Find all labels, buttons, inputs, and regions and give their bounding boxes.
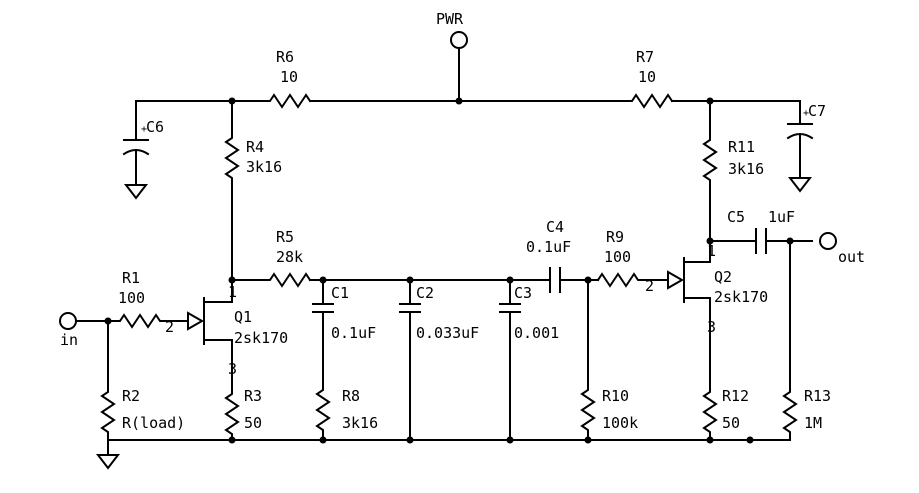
svg-text:C2: C2 (416, 284, 434, 302)
svg-text:2sk170: 2sk170 (714, 288, 768, 306)
svg-text:in: in (60, 331, 78, 349)
resistor-r7: R7 10 (627, 48, 674, 109)
resistor-r13: R13 1M (782, 240, 831, 441)
svg-text:Q1: Q1 (234, 308, 252, 326)
svg-text:R11: R11 (728, 138, 755, 156)
svg-text:0.1uF: 0.1uF (526, 238, 571, 256)
junction-gnd-r10 (584, 436, 592, 444)
svg-text:+: + (141, 124, 147, 135)
svg-text:1: 1 (228, 283, 237, 301)
resistor-r2: R2 R(load) (95, 320, 185, 470)
capacitor-c1: C1 0.1uF (312, 279, 376, 441)
svg-text:0.001: 0.001 (514, 324, 559, 342)
svg-text:R12: R12 (722, 387, 749, 405)
resistor-r6: R6 10 (265, 48, 312, 109)
svg-text:C5: C5 (727, 208, 745, 226)
resistor-r11: R11 3k16 (702, 100, 764, 261)
svg-text:R(load): R(load) (122, 414, 185, 432)
svg-text:100: 100 (604, 248, 631, 266)
svg-text:out: out (838, 248, 865, 266)
svg-text:50: 50 (722, 414, 740, 432)
junction-gnd-c3 (506, 436, 514, 444)
jfet-q2: 2 1 3 Q2 2sk170 (645, 240, 768, 391)
junction-gnd-r3 (228, 436, 236, 444)
svg-text:100k: 100k (602, 414, 638, 432)
svg-text:R9: R9 (606, 228, 624, 246)
svg-text:0.1uF: 0.1uF (331, 324, 376, 342)
capacitor-c4: C4 0.1uF (526, 218, 599, 293)
svg-text:3: 3 (228, 360, 237, 378)
svg-text:2: 2 (645, 277, 654, 295)
capacitor-c7: C7 + (786, 100, 826, 193)
junction-gnd-r8 (319, 436, 327, 444)
svg-text:3k16: 3k16 (728, 160, 764, 178)
svg-text:C1: C1 (331, 284, 349, 302)
svg-text:C4: C4 (546, 218, 564, 236)
in-terminal[interactable]: in (59, 312, 78, 349)
svg-text:3k16: 3k16 (342, 414, 378, 432)
resistor-r1: R1 100 (115, 269, 189, 329)
svg-text:10: 10 (280, 68, 298, 86)
svg-text:50: 50 (244, 414, 262, 432)
svg-text:R3: R3 (244, 387, 262, 405)
svg-text:2: 2 (165, 318, 174, 336)
svg-text:R6: R6 (276, 48, 294, 66)
resistor-r9: R9 100 (596, 228, 669, 288)
resistor-r4: R4 3k16 (224, 100, 282, 281)
svg-text:R4: R4 (246, 138, 264, 156)
svg-text:1M: 1M (804, 414, 822, 432)
svg-text:3k16: 3k16 (246, 158, 282, 176)
svg-text:R13: R13 (804, 387, 831, 405)
svg-text:C6: C6 (146, 118, 164, 136)
pwr-terminal[interactable]: PWR (436, 10, 468, 49)
svg-text:R7: R7 (636, 48, 654, 66)
svg-text:100: 100 (118, 289, 145, 307)
svg-text:1: 1 (707, 242, 716, 260)
svg-text:R2: R2 (122, 387, 140, 405)
capacitor-c3: C3 0.001 (499, 279, 559, 441)
svg-text:10: 10 (638, 68, 656, 86)
svg-text:PWR: PWR (436, 10, 464, 28)
svg-text:0.033uF: 0.033uF (416, 324, 479, 342)
svg-text:Q2: Q2 (714, 268, 732, 286)
junction-gnd-r12 (706, 436, 714, 444)
resistor-r10: R10 100k (580, 279, 638, 441)
resistor-r12: R12 50 (702, 387, 749, 441)
resistor-r5: R5 28k (231, 228, 312, 288)
svg-text:C3: C3 (514, 284, 532, 302)
jfet-q1: 2 1 3 Q1 2sk170 (165, 279, 288, 381)
svg-text:C7: C7 (808, 102, 826, 120)
svg-text:R8: R8 (342, 387, 360, 405)
svg-text:1uF: 1uF (768, 208, 795, 226)
capacitor-c5: C5 1uF (709, 208, 813, 254)
svg-text:2sk170: 2sk170 (234, 329, 288, 347)
out-terminal[interactable]: out (819, 232, 865, 266)
capacitor-c6: C6 + (122, 100, 164, 200)
svg-text:+: + (803, 108, 809, 119)
resistor-r3: R3 50 (224, 379, 262, 441)
junction-gnd-extra (746, 436, 754, 444)
svg-text:28k: 28k (276, 248, 303, 266)
svg-text:R5: R5 (276, 228, 294, 246)
capacitor-c2: C2 0.033uF (399, 279, 479, 441)
resistor-r8: R8 3k16 (342, 387, 378, 432)
svg-text:R1: R1 (122, 269, 140, 287)
junction-gnd-c2 (406, 436, 414, 444)
svg-text:R10: R10 (602, 387, 629, 405)
svg-text:3: 3 (707, 318, 716, 336)
